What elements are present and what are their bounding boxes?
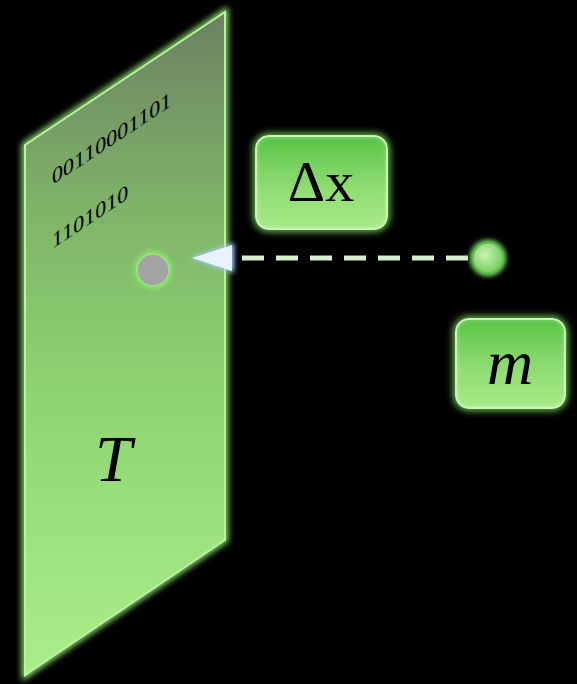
particle-dot [473, 243, 503, 273]
memory-panel: 00110001101 1101010T [25, 12, 225, 675]
arrowhead [192, 245, 232, 271]
trajectory-line [234, 256, 468, 261]
impact-glow [134, 251, 172, 289]
mass-symbol: m [487, 328, 533, 398]
panel-symbol: T [95, 426, 132, 492]
quantity-box: Δx [255, 135, 388, 230]
panel-glow [25, 12, 225, 675]
impact-dot [137, 254, 169, 286]
particle-glow [470, 240, 506, 276]
panel-face [25, 12, 225, 675]
arrowhead-glow [190, 243, 234, 273]
quantity-symbol: Δx [288, 150, 354, 214]
mass-box: m [455, 318, 566, 409]
